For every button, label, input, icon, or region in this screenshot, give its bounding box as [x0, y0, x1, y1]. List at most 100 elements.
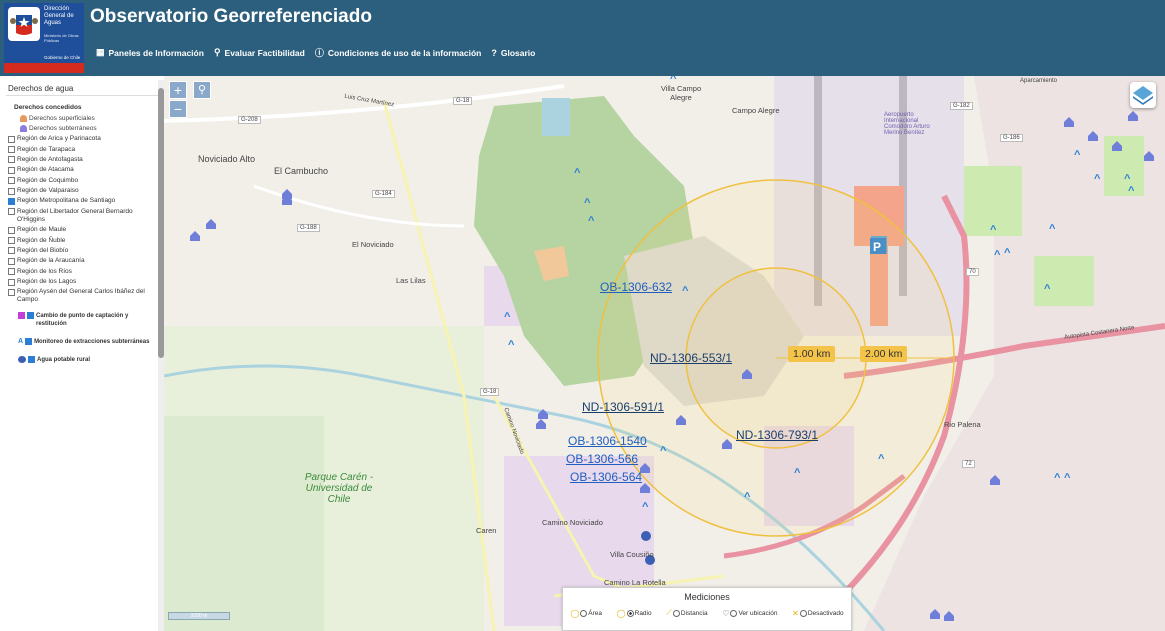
region-item[interactable]: Región Aysén del General Carlos Ibáñez d…	[8, 287, 159, 305]
help-icon: ?	[491, 47, 497, 58]
checkbox-checked[interactable]	[8, 197, 15, 205]
well-label[interactable]: ND-1306-553/1	[650, 351, 733, 365]
place-label: Noviciado Alto	[198, 154, 256, 164]
well-label[interactable]: ND-1306-793/1	[736, 428, 819, 442]
checkbox[interactable]	[8, 237, 15, 245]
region-item[interactable]: Región de Maule	[8, 225, 159, 235]
road-label: 72	[962, 460, 975, 468]
region-item[interactable]: Región de Ñuble	[8, 235, 159, 245]
checkbox[interactable]	[8, 288, 15, 296]
region-item[interactable]: Región de Antofagasta	[8, 155, 159, 165]
region-item[interactable]: Región Metropolitana de Santiago	[8, 196, 159, 206]
scale-bar: 1000 m	[168, 612, 230, 620]
checkbox-checked[interactable]	[28, 356, 35, 364]
place-label: Villa Cousiño	[610, 550, 654, 559]
page-title: Observatorio Georreferenciado	[90, 6, 372, 27]
nav-evaluar[interactable]: ⚲ Evaluar Factibilidad	[214, 46, 305, 59]
region-item[interactable]: Región de Coquimbo	[8, 176, 159, 186]
option-desactivado[interactable]: ✕Desactivado	[792, 608, 843, 618]
blue-dot-icon	[18, 355, 26, 363]
well-label[interactable]: OB-1306-1540	[568, 434, 647, 448]
nav-condiciones[interactable]: ⓘ Condiciones de uso de la información	[315, 46, 482, 59]
checkbox[interactable]	[8, 166, 15, 174]
radio-button[interactable]	[799, 609, 807, 617]
layer-monitoreo[interactable]: A Monitoreo de extracciones subterráneas	[8, 332, 159, 350]
option-label: Radio	[634, 609, 652, 617]
option-label: Desactivado	[807, 609, 844, 617]
region-label: Región de los Ríos	[17, 267, 72, 275]
place-label: Campo Alegre	[732, 106, 780, 115]
well-label[interactable]: OB-1306-566	[566, 452, 639, 466]
svg-text:^: ^	[682, 285, 689, 297]
checkbox[interactable]	[8, 187, 15, 195]
checkbox[interactable]	[8, 247, 15, 255]
nav-paneles[interactable]: ▦ Paneles de Información	[96, 46, 204, 59]
well-label[interactable]: ND-1306-591/1	[582, 400, 665, 414]
layers-icon	[1133, 86, 1153, 105]
road-label: G-184	[372, 190, 395, 198]
nav-glosario[interactable]: ? Glosario	[491, 46, 535, 59]
checkbox[interactable]	[8, 177, 15, 185]
checkbox-checked[interactable]	[25, 338, 33, 346]
checkbox[interactable]	[8, 135, 15, 143]
region-item[interactable]: Región de Tarapaca	[8, 144, 159, 154]
checkbox[interactable]	[8, 268, 15, 276]
region-item[interactable]: Región de Atacama	[8, 165, 159, 175]
region-item[interactable]: Región del Libertador General Bernardo O…	[8, 207, 159, 225]
region-item[interactable]: Región de la Araucanía	[8, 256, 159, 266]
checkbox[interactable]	[8, 208, 15, 216]
well-label[interactable]: OB-1306-564	[570, 470, 643, 484]
region-label: Región de Valparaiso	[17, 187, 79, 195]
region-item[interactable]: Región de Arica y Parinacota	[8, 134, 159, 144]
svg-text:^: ^	[1064, 472, 1071, 484]
well-label[interactable]: OB-1306-632	[600, 280, 673, 294]
svg-text:^: ^	[1124, 173, 1131, 185]
region-label: Región de Coquimbo	[17, 176, 79, 184]
region-label: Región de Tarapaca	[17, 145, 76, 153]
checkbox[interactable]	[8, 278, 15, 286]
zoom-out-button[interactable]: −	[169, 100, 187, 118]
main-nav: ▦ Paneles de Información ⚲ Evaluar Facti…	[96, 46, 535, 59]
region-label: Región del Biobío	[17, 246, 69, 254]
layer-label: Cambio de punto de captación y restituci…	[36, 312, 129, 327]
svg-text:^: ^	[990, 224, 997, 236]
option-ver-ubicacion[interactable]: ♡Ver ubicación	[722, 608, 777, 618]
region-item[interactable]: Región del Biobío	[8, 246, 159, 256]
option-area[interactable]: ◯Área	[570, 608, 602, 618]
map-canvas[interactable]: ^^^ ^^^ ^^^ ^^^ ^^^ ^^^ ^^^ ^^^	[164, 76, 1165, 631]
region-label: Región de Ñuble	[17, 236, 66, 244]
scroll-thumb[interactable]	[158, 88, 164, 358]
nav-glosario-label: Glosario	[500, 47, 536, 58]
option-distancia[interactable]: ⟋Distancia	[666, 608, 707, 618]
place-label: Caren	[476, 526, 497, 535]
option-radio[interactable]: ◯Radio	[617, 608, 652, 618]
checkbox[interactable]	[8, 156, 15, 164]
map-search-button[interactable]: ⚲	[193, 81, 211, 99]
table-icon: ▦	[96, 47, 105, 57]
layer-agua-potable[interactable]: Agua potable rural	[8, 350, 159, 368]
radio-button[interactable]	[730, 609, 738, 617]
sidebar-scrollbar[interactable]	[158, 80, 164, 631]
well-marker-icon: A	[18, 337, 24, 345]
region-item[interactable]: Región de los Lagos	[8, 277, 159, 287]
radio-button[interactable]	[580, 609, 588, 617]
checkbox[interactable]	[8, 257, 15, 265]
checkbox[interactable]	[8, 226, 15, 234]
checkbox[interactable]	[8, 146, 15, 154]
svg-text:^: ^	[994, 249, 1001, 261]
checkbox-checked[interactable]	[27, 312, 34, 320]
mediciones-title: Mediciones	[684, 592, 730, 602]
zoom-in-button[interactable]: +	[169, 81, 187, 99]
region-item[interactable]: Región de Valparaiso	[8, 186, 159, 196]
place-label: Camino La Rotella	[604, 578, 666, 587]
header-bar: Dirección General de Aguas Ministerio de…	[0, 0, 1165, 76]
sidebar-body: Derechos concedidos Derechos superficial…	[6, 96, 163, 368]
radio-button[interactable]	[672, 609, 680, 617]
nav-paneles-label: Paneles de Información	[108, 47, 204, 58]
layer-cambio-punto[interactable]: Cambio de punto de captación y restituci…	[8, 306, 159, 332]
radio-button-selected[interactable]	[626, 609, 634, 617]
layer-switcher-button[interactable]	[1130, 82, 1156, 108]
svg-text:^: ^	[794, 467, 801, 479]
region-item[interactable]: Región de los Ríos	[8, 267, 159, 277]
